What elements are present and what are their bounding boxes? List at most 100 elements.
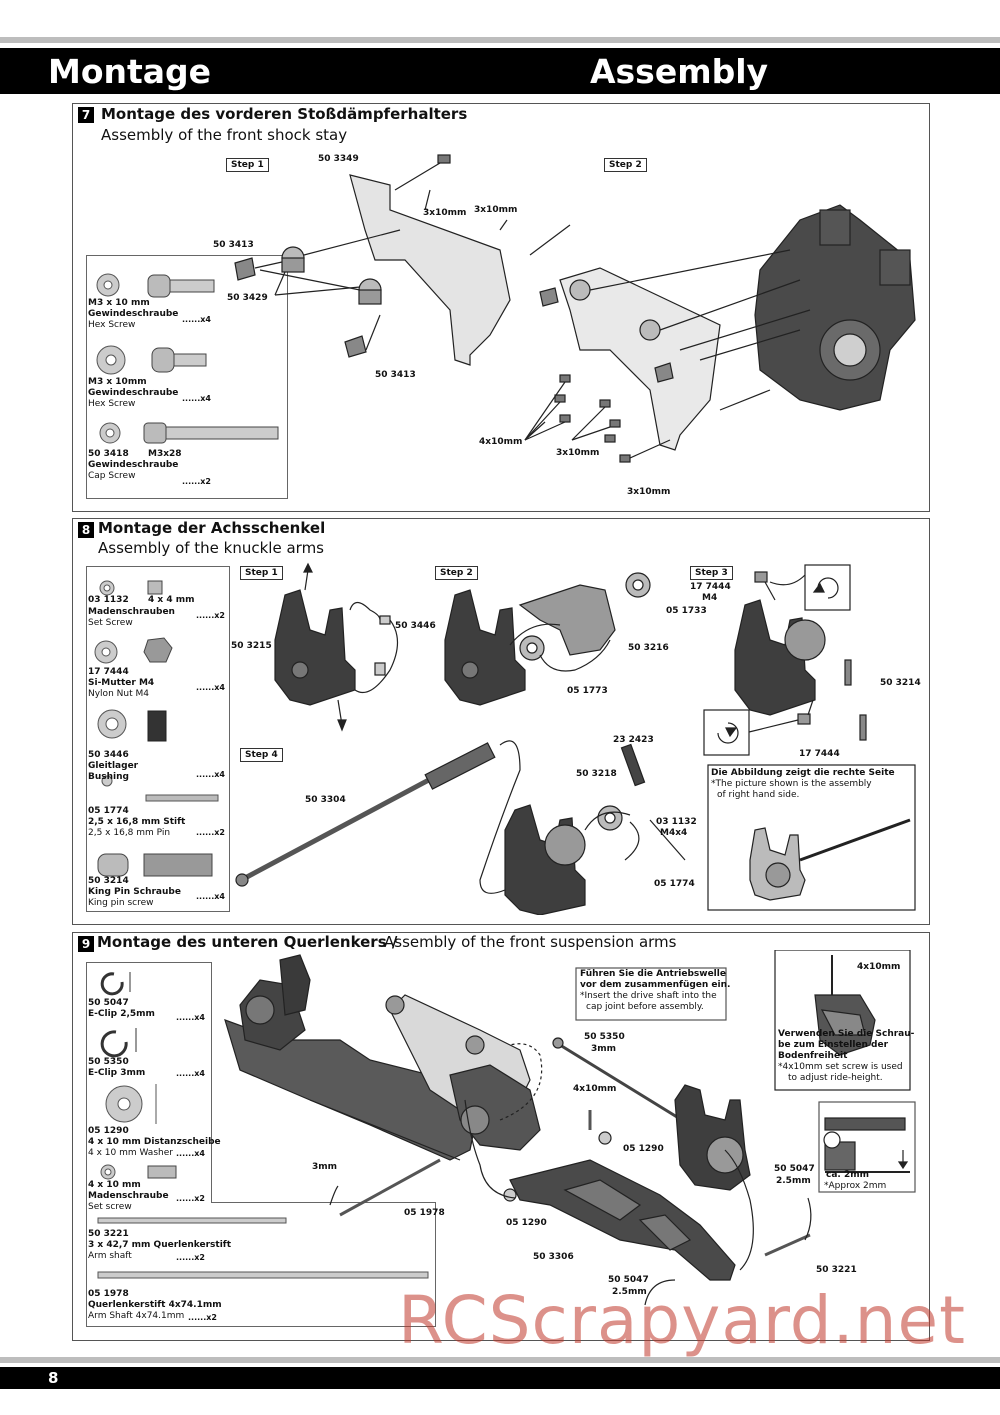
arm-shaft-icon [97, 1217, 287, 1224]
step-label: Step 2 [604, 158, 647, 172]
part-label: 3x10mm [556, 448, 600, 458]
page-footer: 8 [0, 1367, 1000, 1389]
part-label: 3mm [312, 1162, 338, 1172]
parts-list [86, 962, 436, 1327]
part-qty: ......x4 [196, 892, 225, 901]
part-label: 50 3413 [213, 240, 254, 250]
part-name: M3 x 10mm Gewindeschraube Hex Screw [88, 377, 179, 409]
part-name: Gewindeschraube Cap Screw [88, 460, 179, 481]
part-label: 3mm [591, 1044, 617, 1054]
part-label: M4 [702, 593, 718, 603]
step-label: Step 1 [226, 158, 269, 172]
set-screw-icon [147, 1165, 177, 1179]
part-name: 4 x 10 mm Madenschraube Set screw [88, 1180, 169, 1212]
part-qty: ......x4 [196, 770, 225, 779]
part-number: 50 3418 [88, 449, 129, 459]
part-label: 05 1773 [567, 686, 608, 696]
part-qty: ......x2 [196, 611, 225, 620]
part-size: M3x28 [148, 449, 182, 459]
page-header: Montage Assembly [0, 48, 1000, 94]
king-pin-screw-icon [143, 853, 213, 877]
part-number: 03 1132 [88, 595, 129, 605]
section-9-number: 9 [78, 936, 94, 952]
part-label: 4x10mm [479, 437, 523, 447]
top-rule [0, 37, 1000, 43]
part-label: 2.5mm [776, 1176, 811, 1186]
part-size: 4 x 4 mm [148, 595, 195, 605]
part-label: 50 3306 [533, 1252, 574, 1262]
part-label: 50 5047 [774, 1164, 815, 1174]
part-label: 05 1290 [623, 1144, 664, 1154]
washer-icon [100, 1164, 116, 1180]
part-label: 50 3221 [816, 1265, 857, 1275]
part-label: 05 1774 [654, 879, 695, 889]
part-name: 50 3214 King Pin Schraube King pin screw [88, 876, 181, 908]
part-label: 3x10mm [627, 487, 671, 497]
pin-icon [145, 794, 219, 802]
part-name: 50 5350 E-Clip 3mm [88, 1057, 146, 1078]
arm-shaft-icon [97, 1271, 429, 1279]
part-label: 50 3429 [227, 293, 268, 303]
e-clip-icon [100, 1028, 137, 1058]
part-qty: ......x2 [176, 1253, 205, 1262]
part-label: 4x10mm [573, 1084, 617, 1094]
step-label: Step 2 [435, 566, 478, 580]
section-9-title-en: Assembly of the front suspension arms [384, 933, 677, 951]
washer-icon [105, 1084, 157, 1124]
part-label: 3x10mm [474, 205, 518, 215]
header-title-en: Assembly [590, 52, 769, 91]
part-name: 05 1290 4 x 10 mm Distanzscheibe 4 x 10 … [88, 1126, 221, 1158]
part-label: 03 1132 [656, 817, 697, 827]
washer-icon [94, 640, 118, 664]
page-number: 8 [48, 1369, 59, 1387]
part-label: 50 3216 [628, 643, 669, 653]
e-clip-icon [100, 972, 131, 996]
part-label: 05 1978 [404, 1208, 445, 1218]
section-8-number: 8 [78, 522, 94, 538]
part-name: M3 x 10 mm Gewindeschraube Hex Screw [88, 298, 179, 330]
section-9-title-de: Montage des unteren Querlenkers / [97, 933, 398, 951]
part-label: 50 3218 [576, 769, 617, 779]
part-label: 50 3349 [318, 154, 359, 164]
part-label: 3x10mm [423, 208, 467, 218]
shock-stay-diagram [234, 154, 916, 463]
section-7-title-en: Assembly of the front shock stay [101, 126, 348, 144]
washer-icon [97, 709, 127, 739]
part-label: ca. 2mm [826, 1170, 869, 1180]
part-label: 50 3413 [375, 370, 416, 380]
part-name: 17 7444 Si-Mutter M4 Nylon Nut M4 [88, 667, 155, 699]
part-label: 50 5350 [584, 1032, 625, 1042]
part-label: 05 1733 [666, 606, 707, 616]
part-label: 50 3304 [305, 795, 346, 805]
part-label: 50 5047 [608, 1275, 649, 1285]
part-qty: ......x4 [176, 1069, 205, 1078]
washer-icon [96, 273, 120, 297]
section-7-title-de: Montage des vorderen Stoßdämpferhalters [101, 105, 468, 123]
parts-icons [94, 580, 219, 877]
part-qty: ......x4 [196, 683, 225, 692]
note-text: Führen Sie die Antriebswelle vor dem zus… [580, 969, 731, 1012]
part-label: M4x4 [660, 828, 688, 838]
step-label: Step 3 [690, 566, 733, 580]
hex-screw-icon [151, 347, 207, 373]
part-qty: ......x2 [176, 1194, 205, 1203]
header-title-de: Montage [48, 52, 212, 91]
part-qty: ......x4 [176, 1013, 205, 1022]
part-name: 05 1774 2,5 x 16,8 mm Stift 2,5 x 16,8 m… [88, 806, 186, 838]
part-qty: ......x2 [196, 828, 225, 837]
part-label: *Approx 2mm [824, 1181, 887, 1191]
part-name: 05 1978 Querlenkerstift 4x74.1mm Arm Sha… [88, 1289, 222, 1321]
section-8-title-de: Montage der Achsschenkel [98, 519, 326, 537]
step-label: Step 4 [240, 748, 283, 762]
part-name: 50 3221 3 x 42,7 mm Querlenkerstift Arm … [88, 1229, 232, 1261]
washer-icon [96, 345, 126, 375]
bottom-rule [0, 1357, 1000, 1363]
part-qty: ......x4 [182, 394, 211, 403]
section-7-number: 7 [78, 107, 94, 123]
washer-icon [99, 422, 121, 444]
part-name: 50 5047 E-Clip 2,5mm [88, 998, 155, 1019]
part-qty: ......x4 [176, 1149, 205, 1158]
part-label: 17 7444 [690, 582, 731, 592]
washer-icon [99, 580, 115, 596]
step-label: Step 1 [240, 566, 283, 580]
